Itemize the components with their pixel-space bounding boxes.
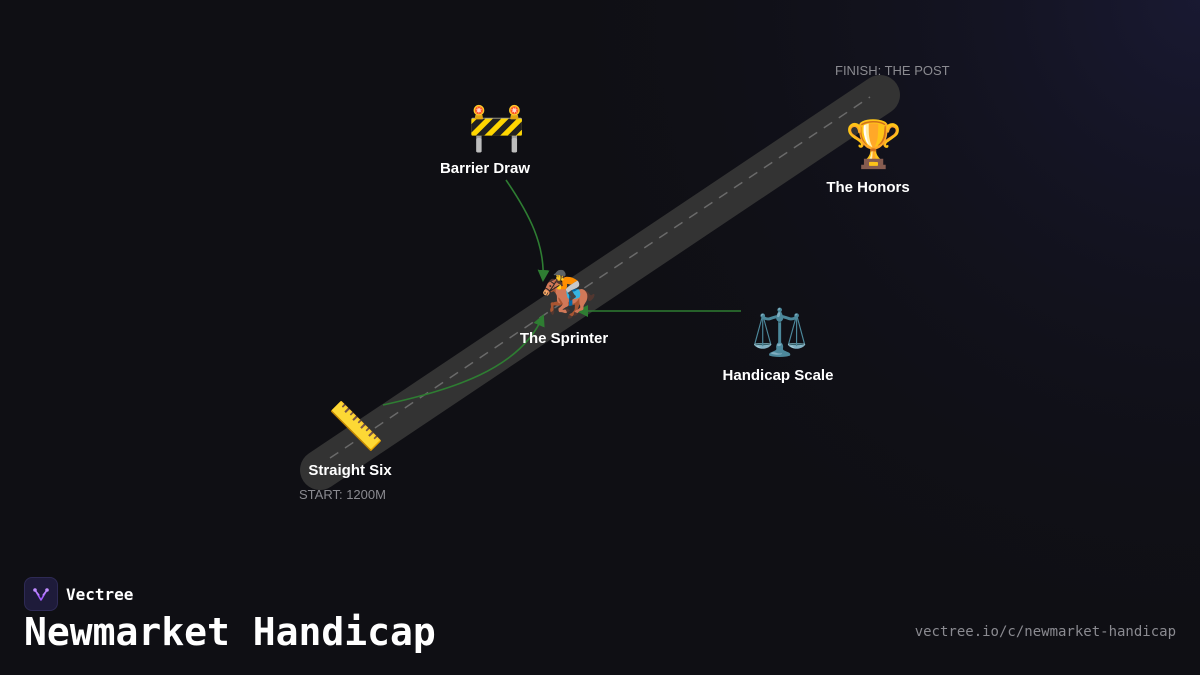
edge-straight-to-sprinter	[382, 314, 545, 406]
node-label-straight: Straight Six	[308, 462, 392, 479]
track-centerline	[329, 96, 871, 459]
page-url: vectree.io/c/newmarket-handicap	[914, 624, 1176, 640]
balance-scale-icon: ⚖️	[751, 306, 808, 359]
brand: Vectree	[24, 577, 133, 611]
horse-racing-icon: 🏇	[540, 268, 597, 321]
construction-barrier-icon: 🚧	[468, 101, 525, 154]
icons-layer: 🚧 🏆 🏇 ⚖️ 📏	[327, 101, 902, 453]
page-title: Newmarket Handicap	[24, 610, 436, 654]
ruler-icon: 📏	[327, 400, 384, 453]
node-label-sprinter: The Sprinter	[519, 330, 609, 347]
node-label-barrier: Barrier Draw	[439, 160, 531, 177]
edge-barrier-to-sprinter	[505, 179, 550, 282]
node-label-scale: Handicap Scale	[722, 367, 834, 384]
race-track	[300, 75, 900, 490]
start-caption: START: 1200M	[299, 487, 386, 502]
node-label-honors: The Honors	[826, 179, 910, 196]
trophy-icon: 🏆	[845, 118, 902, 171]
brand-name: Vectree	[66, 584, 134, 604]
vectree-logo-icon	[24, 577, 58, 611]
finish-caption: FINISH: THE POST	[835, 63, 950, 78]
edges-layer	[382, 179, 741, 406]
